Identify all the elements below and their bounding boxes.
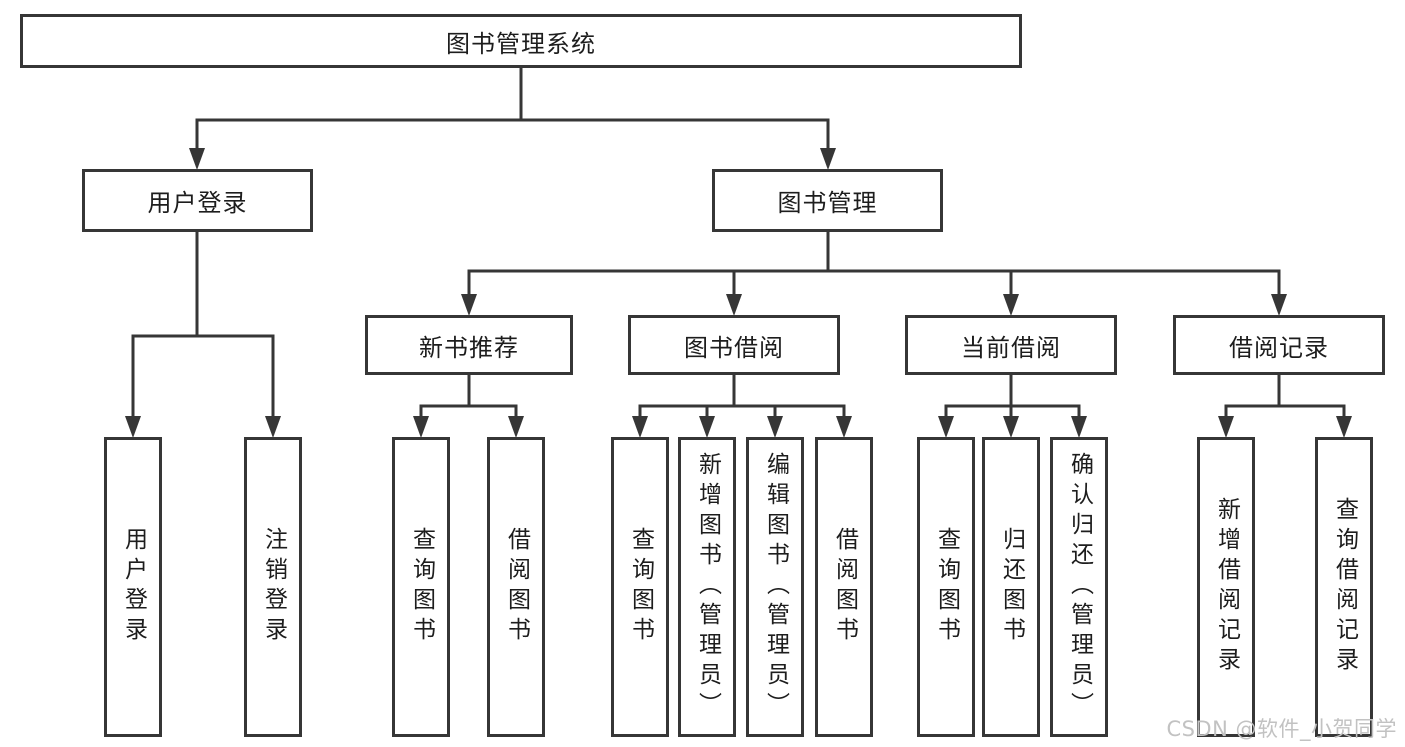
leaf-add-book-admin-label: 新增图书（管理员）	[694, 452, 721, 722]
node-book-borrow-label: 图书借阅	[684, 333, 784, 362]
leaf-borrow-book-recommend-label: 借阅图书	[503, 527, 530, 647]
leaf-add-borrow-record-label: 新增借阅记录	[1213, 497, 1240, 677]
leaf-user-login: 用户登录	[104, 437, 162, 737]
leaf-user-login-label: 用户登录	[120, 527, 147, 647]
connector-line	[467, 230, 1281, 306]
arrow-down-icon	[767, 416, 783, 438]
node-book-borrow: 图书借阅	[628, 315, 840, 375]
leaf-confirm-return-admin: 确认归还（管理员）	[1050, 437, 1108, 737]
arrow-down-icon	[1003, 416, 1019, 438]
leaf-query-book-recommend-label: 查询图书	[408, 527, 435, 647]
connector-line	[131, 230, 275, 428]
leaf-add-book-admin: 新增图书（管理员）	[678, 437, 736, 737]
arrow-down-icon	[632, 416, 648, 438]
arrow-down-icon	[699, 416, 715, 438]
node-root: 图书管理系统	[20, 14, 1022, 68]
connector-borrow-record-to-leaves	[1218, 373, 1352, 438]
leaf-query-book-current: 查询图书	[917, 437, 975, 737]
arrow-down-icon	[1336, 416, 1352, 438]
node-user-login-label: 用户登录	[147, 189, 248, 217]
node-book-management: 图书管理	[712, 169, 943, 232]
node-root-label: 图书管理系统	[446, 29, 596, 58]
arrow-down-icon	[1218, 416, 1234, 438]
node-new-book-recommend: 新书推荐	[365, 315, 573, 375]
node-user-login: 用户登录	[82, 169, 313, 232]
arrow-down-icon	[1271, 294, 1287, 316]
connector-line	[638, 373, 846, 428]
connector-line	[1224, 373, 1346, 428]
leaf-query-book-current-label: 查询图书	[933, 527, 960, 647]
leaf-edit-book-admin: 编辑图书（管理员）	[746, 437, 804, 737]
arrow-down-icon	[1003, 294, 1019, 316]
connector-root-to-level2	[189, 66, 836, 170]
leaf-edit-book-admin-label: 编辑图书（管理员）	[762, 452, 789, 722]
connector-book-management-to-level3	[461, 230, 1287, 316]
leaf-query-book-borrow: 查询图书	[611, 437, 669, 737]
node-current-borrow-label: 当前借阅	[961, 333, 1061, 362]
node-current-borrow: 当前借阅	[905, 315, 1117, 375]
leaf-query-borrow-record: 查询借阅记录	[1315, 437, 1373, 737]
leaf-borrow-book: 借阅图书	[815, 437, 873, 737]
arrow-down-icon	[265, 416, 281, 438]
node-borrow-record: 借阅记录	[1173, 315, 1385, 375]
arrow-down-icon	[836, 416, 852, 438]
arrow-down-icon	[508, 416, 524, 438]
leaf-query-book-borrow-label: 查询图书	[627, 527, 654, 647]
leaf-borrow-book-recommend: 借阅图书	[487, 437, 545, 737]
leaf-borrow-book-label: 借阅图书	[831, 527, 858, 647]
connector-line	[195, 66, 830, 160]
leaf-logout: 注销登录	[244, 437, 302, 737]
arrow-down-icon	[820, 148, 836, 170]
arrow-down-icon	[413, 416, 429, 438]
leaf-query-borrow-record-label: 查询借阅记录	[1331, 497, 1358, 677]
leaf-query-book-recommend: 查询图书	[392, 437, 450, 737]
arrow-down-icon	[189, 148, 205, 170]
leaf-add-borrow-record: 新增借阅记录	[1197, 437, 1255, 737]
arrow-down-icon	[125, 416, 141, 438]
arrow-down-icon	[938, 416, 954, 438]
leaf-confirm-return-admin-label: 确认归还（管理员）	[1066, 452, 1093, 722]
leaf-return-book-label: 归还图书	[998, 527, 1025, 647]
connector-current-borrow-to-leaves	[938, 373, 1087, 438]
leaf-logout-label: 注销登录	[260, 527, 287, 647]
node-book-management-label: 图书管理	[777, 189, 878, 217]
arrow-down-icon	[1071, 416, 1087, 438]
leaf-return-book: 归还图书	[982, 437, 1040, 737]
connector-line	[419, 373, 518, 428]
arrow-down-icon	[726, 294, 742, 316]
csdn-watermark: CSDN @软件_小贺同学	[1166, 717, 1397, 741]
arrow-down-icon	[461, 294, 477, 316]
connector-new-book-recommend-to-leaves	[413, 373, 524, 438]
connector-book-borrow-to-leaves	[632, 373, 852, 438]
node-borrow-record-label: 借阅记录	[1229, 333, 1329, 362]
node-new-book-recommend-label: 新书推荐	[419, 333, 519, 362]
connector-user-login-to-leaves	[125, 230, 281, 438]
